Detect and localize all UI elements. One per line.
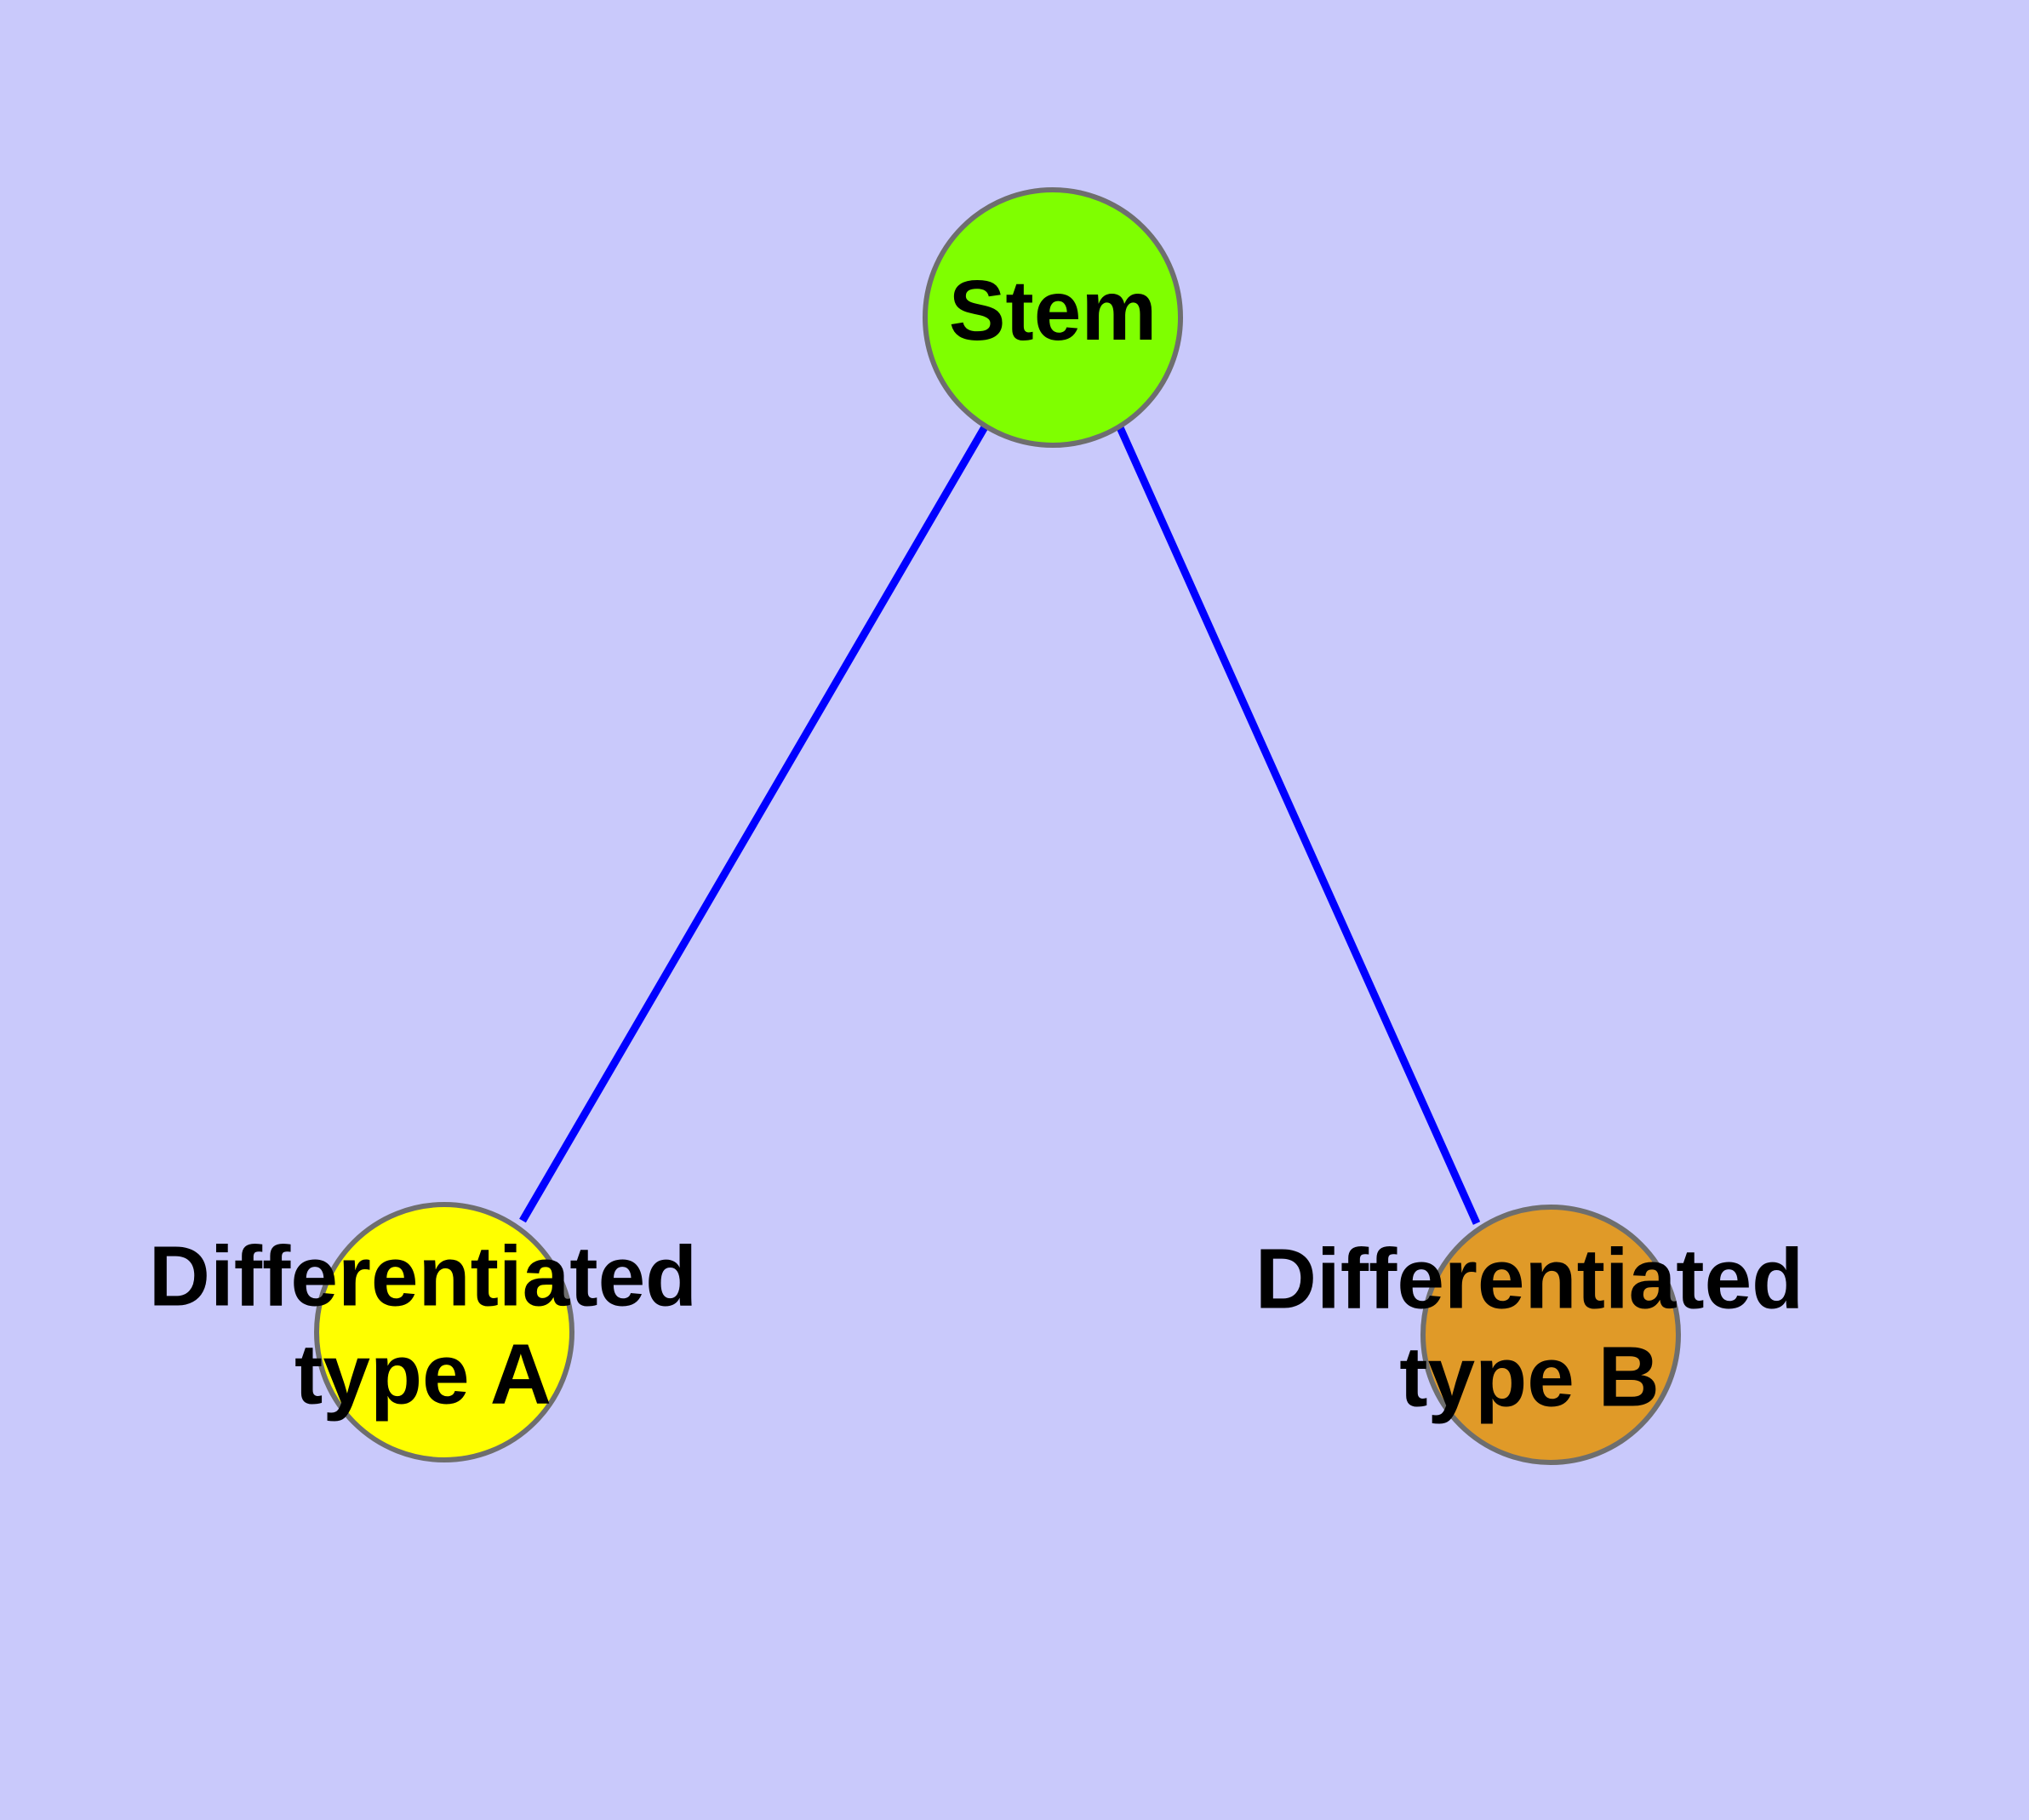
node-circle-diff-type-a[interactable] <box>314 1202 574 1462</box>
node-circle-diff-type-b[interactable] <box>1420 1205 1681 1465</box>
edge-stem-to-b[interactable] <box>1115 424 1481 1225</box>
edges-layer <box>519 423 1481 1225</box>
node-label-line: type B <box>1399 1330 1660 1425</box>
node-label-stem: Stem <box>949 263 1157 358</box>
node-label-line: Differentiated <box>1255 1232 1804 1327</box>
node-circle-stem[interactable] <box>923 187 1183 448</box>
node-label-line: Stem <box>949 263 1157 358</box>
node-diff-type-a[interactable] <box>314 1202 574 1462</box>
node-stem[interactable] <box>923 187 1183 448</box>
edge-stem-to-a[interactable] <box>519 423 989 1223</box>
node-label-line: type A <box>294 1327 552 1422</box>
node-diff-type-b[interactable] <box>1420 1205 1681 1465</box>
node-label-line: Differentiated <box>149 1229 698 1325</box>
